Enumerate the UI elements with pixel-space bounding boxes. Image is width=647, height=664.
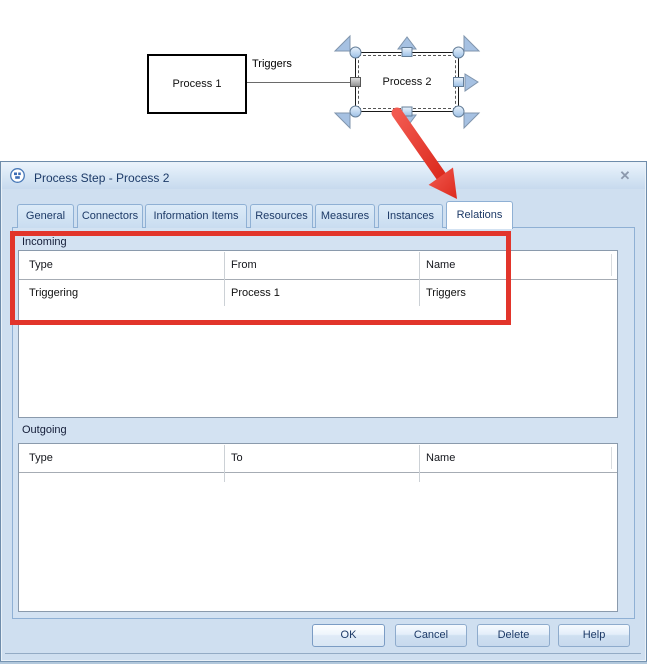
- process2-label: Process 2: [382, 76, 432, 88]
- process2-shape-selected[interactable]: Process 2: [355, 52, 459, 112]
- outgoing-table[interactable]: Type To Name: [18, 443, 618, 612]
- outgoing-col-type: Type: [29, 452, 53, 464]
- tab-information-items[interactable]: Information Items: [145, 204, 247, 228]
- row-from-cell: Process 1: [231, 287, 280, 299]
- selection-handles: [333, 34, 481, 130]
- incoming-col-type: Type: [29, 259, 53, 271]
- column-divider: [419, 252, 420, 306]
- tab-instances[interactable]: Instances: [378, 204, 443, 228]
- scrollbar-hint: [611, 254, 612, 276]
- tab-relations[interactable]: Relations: [446, 201, 513, 229]
- dialog-bottom-edge: [0, 661, 647, 664]
- tab-general[interactable]: General: [17, 204, 74, 228]
- tab-connectors[interactable]: Connectors: [77, 204, 143, 228]
- dialog-title-bar[interactable]: [2, 163, 645, 189]
- process1-label: Process 1: [172, 78, 222, 90]
- connector-line[interactable]: [247, 82, 355, 83]
- dialog-title: Process Step - Process 2: [34, 171, 170, 185]
- header-divider: [19, 472, 617, 473]
- dialog-inner-bottom-line: [5, 653, 641, 654]
- incoming-table[interactable]: Type From Name Triggering Process 1 Trig…: [18, 250, 618, 418]
- close-icon[interactable]: ✕: [619, 168, 631, 183]
- incoming-col-name: Name: [426, 259, 456, 271]
- row-name-cell: Triggers: [426, 287, 466, 299]
- incoming-col-from: From: [231, 259, 257, 271]
- outgoing-col-to: To: [231, 452, 243, 464]
- help-button[interactable]: Help: [558, 624, 630, 647]
- tab-resources[interactable]: Resources: [250, 204, 313, 228]
- outgoing-col-name: Name: [426, 452, 456, 464]
- column-divider: [224, 252, 225, 306]
- incoming-section-label: Incoming: [22, 236, 67, 248]
- delete-button[interactable]: Delete: [477, 624, 550, 647]
- header-divider: [19, 279, 617, 280]
- process1-shape[interactable]: Process 1: [147, 54, 247, 114]
- connect-up-arrow-icon[interactable]: [397, 36, 417, 50]
- column-divider: [419, 445, 420, 482]
- tab-measures[interactable]: Measures: [315, 204, 375, 228]
- connector-label: Triggers: [252, 58, 292, 70]
- connect-right-arrow-icon[interactable]: [464, 73, 479, 92]
- outgoing-section-label: Outgoing: [22, 424, 67, 436]
- scrollbar-hint: [611, 447, 612, 469]
- app-icon: [10, 168, 25, 183]
- connect-down-arrow-icon[interactable]: [397, 114, 417, 128]
- cancel-button[interactable]: Cancel: [395, 624, 467, 647]
- ok-button[interactable]: OK: [312, 624, 385, 647]
- row-type-cell: Triggering: [29, 287, 79, 299]
- column-divider: [224, 445, 225, 482]
